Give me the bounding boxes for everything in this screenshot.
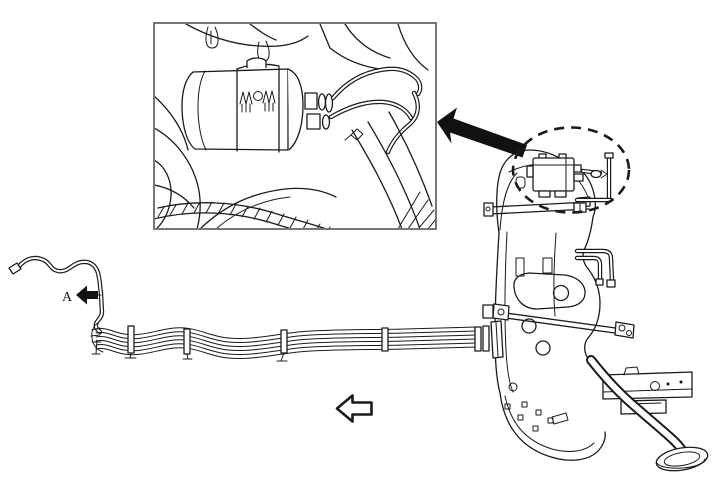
- callout-ellipse: [511, 126, 631, 214]
- filler-pipe: [586, 355, 709, 472]
- callout-a-label: A: [62, 290, 73, 305]
- callout-a: A: [62, 285, 102, 305]
- vent-pipes: [574, 248, 616, 288]
- pipe-end-fitting: [8, 262, 22, 275]
- detail-inset: [153, 22, 437, 230]
- pipe-a: [8, 255, 105, 335]
- canister-on-tank: [526, 152, 614, 213]
- inset-engine-bay-art: [155, 24, 435, 228]
- sill-hatching: [157, 201, 331, 228]
- callout-a-arrow-icon: [76, 285, 98, 305]
- tank-support-rod: [482, 303, 635, 339]
- line-clamps: [124, 325, 389, 362]
- fuel-tank-assembly: [474, 149, 709, 472]
- direction-arrow-icon: [335, 394, 373, 423]
- fuel-line-bundle: [90, 321, 478, 362]
- line-to-tank-connection: [474, 320, 504, 359]
- shield-bolts: [504, 401, 569, 432]
- pointer-arrow-icon: [437, 107, 527, 158]
